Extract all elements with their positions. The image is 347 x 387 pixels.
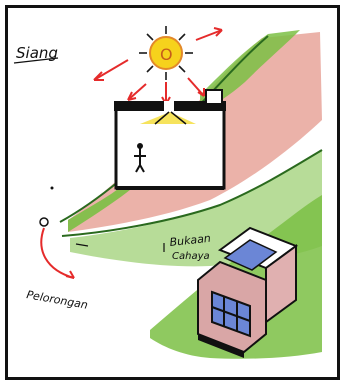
sketch-frame — [5, 5, 340, 380]
arrow-up-right-icon — [195, 29, 223, 41]
pelorongan-mark — [39, 217, 75, 279]
upper-hill-green-top — [200, 30, 300, 112]
upper-hill-green-band — [68, 170, 140, 232]
arrow-down-right-icon — [187, 77, 205, 97]
sun-icon: O — [139, 26, 193, 80]
arrow-left-icon — [93, 59, 129, 81]
house-section — [114, 89, 226, 190]
lower-hill-edge — [61, 149, 323, 237]
svg-text:O: O — [160, 45, 173, 64]
tick-mark — [75, 243, 89, 247]
person-icon — [134, 143, 146, 173]
building-iso — [197, 226, 299, 358]
label-pelorongan: Pelorongan — [25, 288, 88, 312]
label-cahaya: Cahaya — [172, 251, 210, 262]
dot-mark — [50, 186, 54, 190]
label-siang: Siang — [16, 44, 58, 62]
roof-opening — [223, 239, 278, 271]
arrow-down-left-icon — [127, 83, 147, 101]
label-bukaan: Bukaan — [169, 232, 212, 249]
siang-underline — [13, 57, 59, 64]
sun-ray-arrows — [93, 27, 223, 105]
